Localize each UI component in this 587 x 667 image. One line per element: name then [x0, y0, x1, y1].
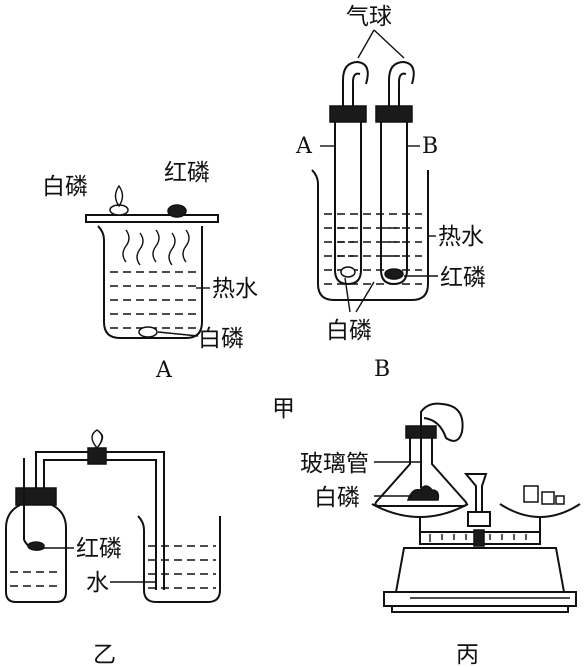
figure-bing: 玻璃管 白磷 丙	[300, 402, 581, 667]
red-phosphorus-on-plate	[167, 204, 187, 218]
label-red-phosphorus-a: 红磷	[164, 160, 210, 186]
label-water-yi: 水	[86, 570, 109, 596]
red-phosphorus-yi	[27, 541, 45, 551]
hot-water-a	[110, 271, 196, 329]
stopper-a	[329, 105, 367, 123]
copper-plate	[85, 214, 219, 223]
weight-1	[523, 485, 539, 503]
beaker-a	[97, 225, 203, 339]
balloon-b	[388, 60, 415, 106]
white-phosphorus-bottom	[138, 326, 158, 338]
right-pan	[499, 503, 581, 518]
flame-icon	[114, 184, 124, 208]
label-tube-a: A	[295, 134, 313, 159]
beaker-b	[311, 169, 429, 301]
red-phosphorus-tube-b	[384, 268, 404, 280]
white-phosphorus-bing	[406, 485, 440, 501]
label-white-phosphorus-top: 白磷	[42, 174, 88, 200]
label-glass-tube: 玻璃管	[300, 451, 369, 477]
balloon-bing	[420, 402, 464, 442]
caption-a: A	[155, 358, 173, 383]
label-red-phosphorus-b: 红磷	[440, 265, 486, 291]
test-tube-b	[380, 122, 408, 286]
steam-lines	[122, 229, 190, 266]
figure-yi: 红磷 水 乙	[5, 429, 221, 667]
bottle-stopper	[15, 487, 57, 506]
spring-clamp	[87, 447, 107, 465]
setup-b: 气球 A B 热水 红磷 白磷 B	[295, 4, 486, 382]
beaker-yi	[137, 515, 221, 603]
label-tube-b: B	[422, 134, 438, 159]
label-red-phosphorus-yi: 红磷	[76, 536, 122, 562]
stopper-b	[375, 105, 413, 123]
balance-base	[394, 547, 566, 593]
caption-b: B	[374, 357, 390, 382]
conical-flask	[374, 436, 468, 507]
label-white-phosphorus-b: 白磷	[326, 318, 372, 344]
label-white-phosphorus-bottom: 白磷	[198, 326, 244, 352]
balloon-a	[342, 60, 369, 106]
balance-pointer	[463, 473, 488, 513]
label-hot-water-b: 热水	[438, 224, 484, 250]
setup-a: 白磷 红磷 热水 白磷 A	[42, 160, 258, 383]
label-white-phosphorus-bing: 白磷	[314, 485, 360, 511]
weight-3	[555, 495, 565, 505]
caption-yi: 乙	[93, 642, 116, 667]
weight-2	[541, 491, 555, 505]
bottle	[5, 504, 67, 603]
label-hot-water-a: 热水	[212, 276, 258, 302]
white-phosphorus-tube-a	[340, 266, 356, 278]
label-balloon: 气球	[346, 4, 392, 30]
left-pan	[371, 503, 469, 518]
caption-jia: 甲	[272, 396, 295, 422]
test-tube-a	[334, 122, 362, 286]
caption-bing: 丙	[456, 642, 479, 667]
